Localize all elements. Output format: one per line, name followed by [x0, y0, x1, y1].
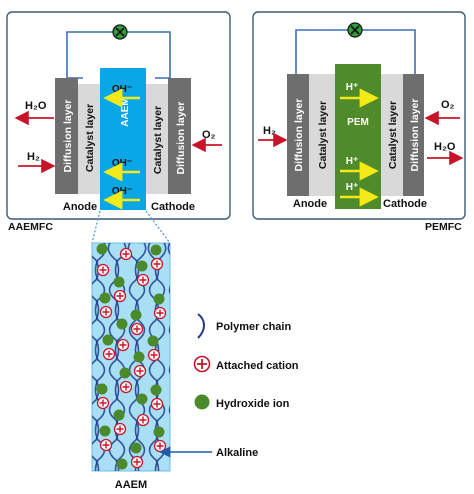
pemfc-ion-label-1: H⁺ — [346, 82, 359, 93]
polymer-chain — [154, 243, 167, 471]
pemfc-caption: PEMFC — [425, 221, 462, 233]
hydroxide-ion — [99, 292, 111, 304]
attached-cation — [116, 338, 130, 352]
hydroxide-ion — [116, 318, 128, 330]
hydroxide-ion — [150, 244, 162, 256]
pemfc-left-diffusion-label: Diffusion layer — [293, 99, 305, 172]
aaemfc-h2o-label: H₂O — [25, 100, 47, 112]
pemfc-panel: Diffusion layer Catalyst layer PEM Catal… — [252, 11, 466, 220]
aaemfc-ion-label-2: OH⁻ — [112, 158, 132, 169]
pemfc-anode-label: Anode — [293, 198, 327, 210]
aaemfc-o2-label: O₂ — [202, 129, 216, 141]
pemfc-cathode-label: Cathode — [383, 198, 427, 210]
attached-cation — [130, 322, 144, 336]
polymer-chain — [76, 240, 86, 480]
hydroxide-ion — [113, 276, 125, 288]
pemfc-load-icon — [347, 22, 363, 38]
polymer-chain-icon — [197, 313, 205, 339]
attached-cation — [119, 380, 133, 394]
attached-cation — [119, 247, 133, 261]
legend-polymer-label: Polymer chain — [216, 321, 291, 333]
ion-particles — [96, 243, 167, 470]
pemfc-membrane — [335, 64, 381, 209]
pemfc-membrane-label: PEM — [347, 117, 369, 128]
aaemfc-left-diffusion-label: Diffusion layer — [62, 100, 74, 173]
attached-cation — [136, 273, 150, 287]
polymer-chain — [92, 255, 100, 471]
hydroxide-ion — [99, 425, 111, 437]
alkaline-label: Alkaline — [216, 447, 258, 459]
hydroxide-ion — [130, 309, 142, 321]
aaemfc-h2-label: H₂ — [27, 151, 40, 163]
hydroxide-ion — [116, 458, 128, 470]
attached-cation — [102, 347, 116, 361]
hydroxide-ion — [136, 260, 148, 272]
hydroxide-ion — [133, 351, 145, 363]
attached-cation — [113, 422, 127, 436]
hydroxide-ion — [147, 335, 159, 347]
aaemfc-ion-label-1: OH⁻ — [112, 84, 132, 95]
aaemfc-membrane-label: AAEM — [120, 97, 131, 126]
attached-cation — [99, 438, 113, 452]
pemfc-ion-label-3: H⁺ — [346, 182, 359, 193]
attached-cation — [96, 396, 110, 410]
aaemfc-anode-catalyst-layer — [78, 84, 100, 194]
pemfc-h2-label: H₂ — [263, 125, 276, 137]
aaem-zoom-caption: AAEM — [115, 479, 147, 491]
hydroxide-ion — [153, 426, 165, 438]
aaemfc-anode-label: Anode — [63, 201, 97, 213]
aaemfc-cathode-catalyst-layer — [146, 84, 168, 194]
attached-cation-icon — [193, 355, 211, 373]
hydroxide-ion — [96, 243, 108, 255]
attached-cation — [153, 439, 167, 453]
pemfc-cathode-catalyst-layer — [381, 74, 403, 196]
aaemfc-right-diffusion-label: Diffusion layer — [175, 102, 187, 175]
hydroxide-ion — [102, 334, 114, 346]
aaemfc-caption: AAEMFC — [8, 221, 53, 233]
hydroxide-ion — [96, 383, 108, 395]
aaemfc-cathode-diffusion-layer — [168, 78, 191, 194]
aaemfc-right-catalyst-label: Catalyst layer — [152, 106, 164, 174]
aaemfc-panel: Diffusion layer Catalyst layer AAEM Cata… — [6, 11, 231, 220]
hydroxide-ion-icon — [194, 394, 210, 410]
aaemfc-anode-diffusion-layer — [55, 78, 78, 194]
zoom-connector-left — [91, 210, 101, 244]
attached-cation — [136, 413, 150, 427]
attached-cation — [147, 348, 161, 362]
legend-cation-label: Attached cation — [216, 360, 299, 372]
hydroxide-ion — [136, 393, 148, 405]
attached-cation — [150, 257, 164, 271]
attached-cation — [99, 305, 113, 319]
hydroxide-ion — [119, 367, 131, 379]
zoom-connector-right — [145, 210, 171, 244]
hydroxide-ion — [130, 442, 142, 454]
pemfc-anode-diffusion-layer — [287, 74, 309, 196]
hydroxide-ion — [150, 384, 162, 396]
pemfc-o2-label: O₂ — [441, 99, 455, 111]
aaemfc-ion-label-3: OH⁻ — [112, 186, 132, 197]
hydroxide-ion — [153, 293, 165, 305]
legend-hydroxide-label: Hydroxide ion — [216, 398, 290, 410]
attached-cation — [150, 397, 164, 411]
pemfc-left-catalyst-label: Catalyst layer — [317, 101, 329, 169]
pemfc-h2o-label: H₂O — [434, 141, 456, 153]
attached-cation — [96, 263, 110, 277]
pemfc-anode-catalyst-layer — [309, 74, 335, 196]
hydroxide-ion — [113, 409, 125, 421]
polymer-chain — [94, 243, 107, 471]
pemfc-right-diffusion-label: Diffusion layer — [409, 99, 421, 172]
attached-cation — [130, 455, 144, 469]
legend: Polymer chain Attached cation Hydroxide … — [159, 313, 299, 459]
attached-cation — [153, 306, 167, 320]
aaemfc-left-catalyst-label: Catalyst layer — [84, 104, 96, 172]
pemfc-right-catalyst-label: Catalyst layer — [387, 101, 399, 169]
pemfc-cathode-diffusion-layer — [403, 74, 424, 196]
aaemfc-load-icon — [112, 24, 128, 40]
aaem-zoom-panel — [76, 240, 171, 480]
attached-cation — [113, 289, 127, 303]
attached-cation — [133, 364, 147, 378]
aaemfc-cathode-label: Cathode — [151, 201, 195, 213]
pemfc-ion-label-2: H⁺ — [346, 156, 359, 167]
